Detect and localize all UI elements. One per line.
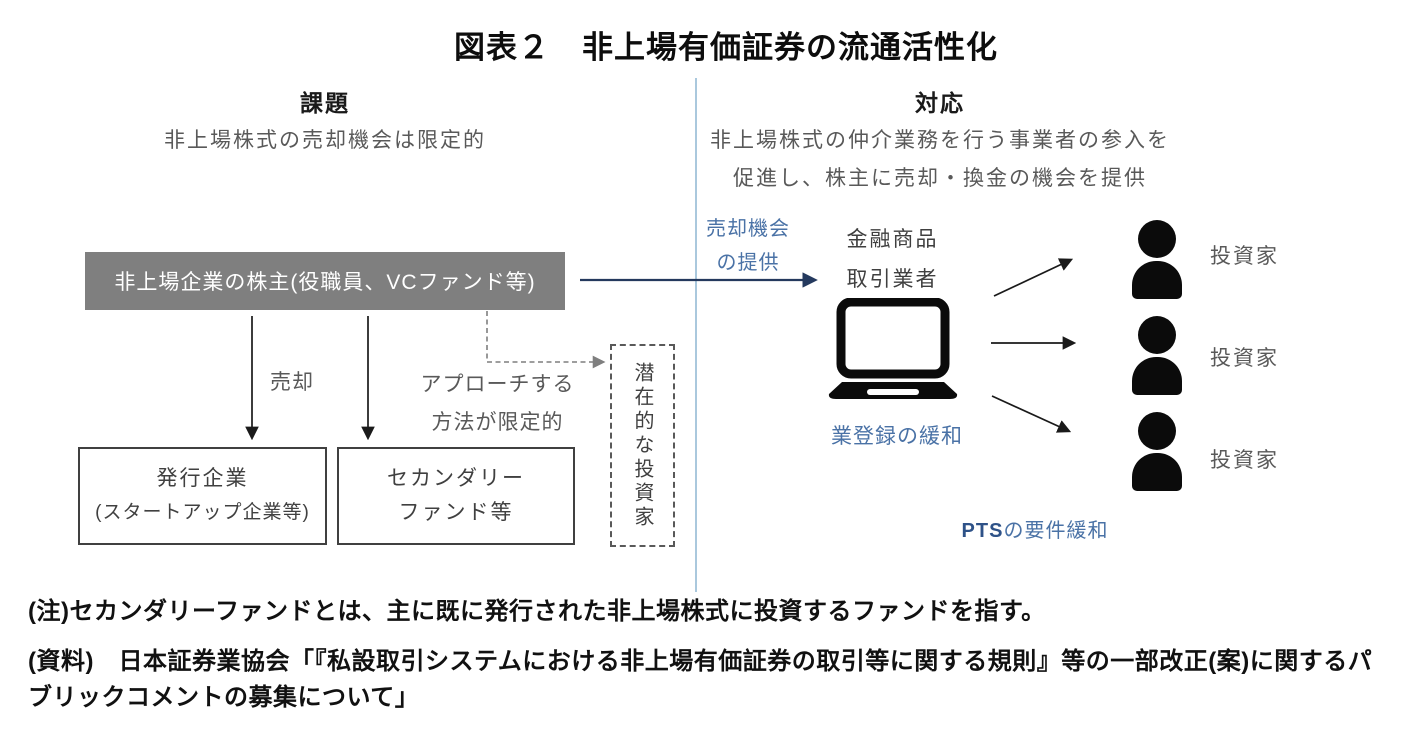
pts-requirement-rest: の要件緩和 bbox=[1003, 520, 1109, 542]
approach-label-line1: アプローチする bbox=[420, 373, 575, 396]
potential-investor-label: 潜在的な投資家 bbox=[631, 361, 653, 530]
issuer-company-line2: (スタートアップ企業等) bbox=[95, 502, 310, 523]
sell-opportunity-line2: の提供 bbox=[716, 252, 780, 274]
figure-title: 図表２ 非上場有価証券の流通活性化 bbox=[454, 30, 998, 65]
registration-ease-label: 業登録の緩和 bbox=[831, 425, 963, 448]
investor-icon-body bbox=[1132, 453, 1182, 491]
broker-label-line1: 金融商品 bbox=[846, 228, 939, 251]
approach-label: アプローチする 方法が限定的 bbox=[415, 366, 580, 442]
investor-icon-head bbox=[1138, 316, 1176, 354]
investor-label-3: 投資家 bbox=[1210, 449, 1279, 472]
footnote: (注)セカンダリーファンドとは、主に既に発行された非上場株式に投資するファンドを… bbox=[28, 598, 1046, 625]
issues-subtitle: 非上場株式の売却機会は限定的 bbox=[164, 129, 486, 152]
response-header: 対応 bbox=[915, 90, 965, 116]
sell-opportunity-line1: 売却機会 bbox=[706, 218, 790, 240]
issues-header: 課題 bbox=[300, 90, 350, 116]
source-note: (資料) 日本証券業協会「『私設取引システムにおける非上場有価証券の取引等に関す… bbox=[28, 648, 1373, 711]
secondary-fund-box: セカンダリー ファンド等 bbox=[337, 447, 575, 545]
response-subtitle-line2: 促進し、株主に売却・換金の機会を提供 bbox=[733, 167, 1147, 190]
investor-icon-body bbox=[1132, 261, 1182, 299]
response-subtitle-line1: 非上場株式の仲介業務を行う事業者の参入を bbox=[710, 129, 1170, 152]
investor-icon-2 bbox=[1132, 316, 1182, 396]
investor-icon-body bbox=[1132, 357, 1182, 395]
section-divider bbox=[695, 78, 697, 592]
secondary-fund-line1: セカンダリー bbox=[387, 467, 525, 490]
approach-dashed-connector bbox=[486, 311, 606, 369]
investor-icon-3 bbox=[1132, 412, 1182, 492]
investor-label-1: 投資家 bbox=[1210, 245, 1279, 268]
shareholder-box: 非上場企業の株主(役職員、VCファンド等) bbox=[85, 252, 565, 310]
investor-icon-1 bbox=[1132, 220, 1182, 300]
broker-to-investor1-arrow bbox=[993, 258, 1074, 297]
shareholder-box-label: 非上場企業の株主(役職員、VCファンド等) bbox=[114, 271, 536, 294]
potential-investor-box: 潜在的な投資家 bbox=[610, 344, 675, 547]
pts-requirement-label: PTSの要件緩和 bbox=[930, 514, 1140, 543]
broker-label-line2: 取引業者 bbox=[846, 268, 939, 291]
secondary-fund-line2: ファンド等 bbox=[398, 501, 514, 524]
broker-to-investor3-arrow bbox=[991, 395, 1072, 433]
pts-requirement-bold: PTS bbox=[961, 520, 1004, 542]
investor-icon-head bbox=[1138, 220, 1176, 258]
laptop-icon bbox=[828, 298, 958, 399]
issuer-company-box: 発行企業 (スタートアップ企業等) bbox=[78, 447, 327, 545]
issuer-company-line1: 発行企業 bbox=[156, 467, 249, 490]
investor-label-2: 投資家 bbox=[1210, 347, 1279, 370]
sell-opportunity-label: 売却機会 の提供 bbox=[698, 212, 798, 280]
approach-label-line2: 方法が限定的 bbox=[431, 411, 564, 434]
sell-arrow-label: 売却 bbox=[270, 371, 314, 394]
investor-icon-head bbox=[1138, 412, 1176, 450]
broker-label: 金融商品 取引業者 bbox=[820, 220, 965, 300]
